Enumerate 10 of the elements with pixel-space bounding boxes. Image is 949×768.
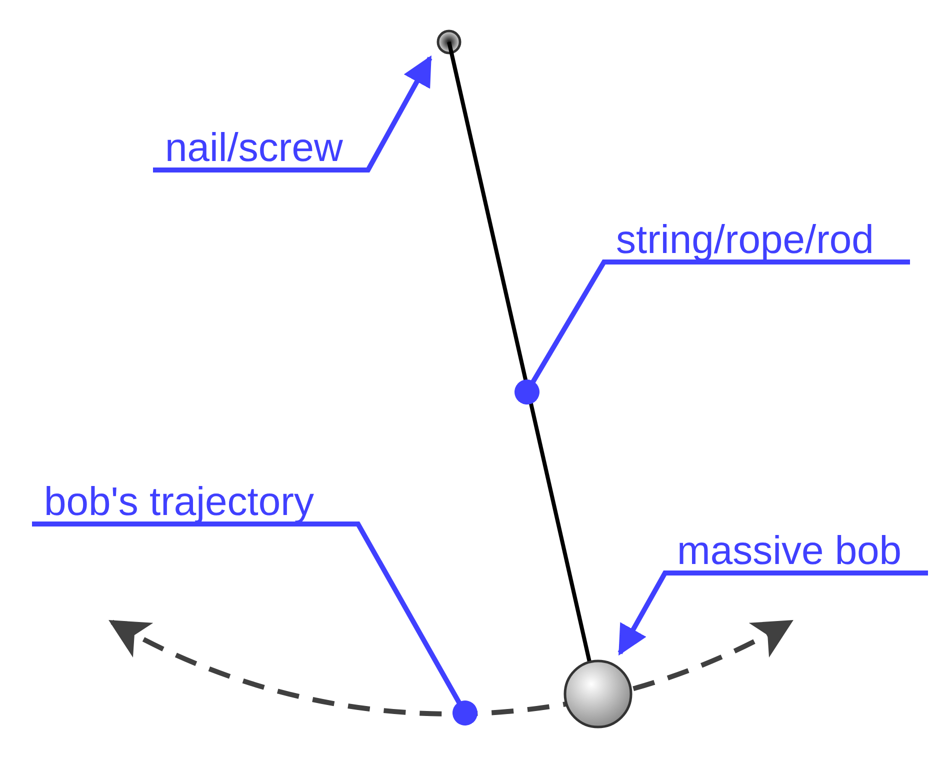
- bob-drawing: [564, 660, 632, 728]
- callout-label: string/rope/rod: [604, 218, 910, 262]
- leader-line: [32, 522, 478, 726]
- callout-label: bob's trajectory: [32, 480, 358, 524]
- callout-label: massive bob: [665, 529, 928, 573]
- leader-arrow: [618, 570, 928, 656]
- leader-arrow: [153, 55, 432, 172]
- nail-drawing: [436, 30, 462, 54]
- leader-line: [514, 260, 910, 404]
- callout-label: nail/screw: [153, 126, 368, 170]
